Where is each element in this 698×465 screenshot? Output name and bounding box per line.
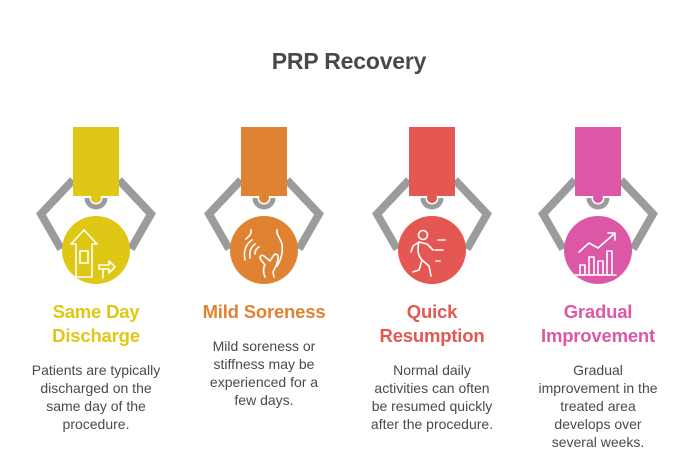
sore-shoulder-icon: [243, 229, 284, 278]
description-line: Patients are typically: [31, 362, 161, 378]
heading-line: Improvement: [541, 325, 655, 346]
running-person-icon: [410, 229, 446, 277]
heading-line: Resumption: [379, 325, 485, 346]
heading-line: Gradual: [563, 301, 633, 322]
step-heading: Gradual Improvement: [513, 300, 683, 348]
description-line: Normal daily: [393, 362, 471, 378]
claw-hook: [84, 197, 108, 210]
growth-chart-icon: [574, 232, 617, 276]
description-line: procedure.: [62, 416, 130, 432]
step-mild-soreness: Mild Soreness Mild soreness or stiffness…: [179, 120, 349, 465]
heading-line: Discharge: [52, 325, 140, 346]
page-title: PRP Recovery: [271, 48, 427, 74]
step-color-block: [575, 127, 621, 196]
description-line: after the procedure.: [370, 416, 494, 432]
step-description: Mild soreness or stiffness may be experi…: [179, 337, 349, 409]
claw-arms: [36, 177, 156, 251]
step-description: Normal daily activities can often be res…: [347, 361, 517, 433]
claw-hook: [586, 197, 610, 210]
description-line: improvement in the: [538, 380, 658, 396]
heading-line: Mild Soreness: [202, 301, 326, 322]
claw-arms: [372, 177, 492, 251]
house-exit-arrow-icon: [70, 229, 116, 279]
step-color-block: [241, 127, 287, 196]
description-line: treated area: [560, 398, 636, 414]
step-same-day-discharge: Same Day Discharge Patients are typicall…: [11, 120, 181, 465]
heading-line: Quick: [406, 301, 458, 322]
description-line: several weeks.: [551, 434, 645, 450]
claw-graphic: [204, 127, 324, 284]
description-line: activities can often: [374, 380, 490, 396]
step-heading: Mild Soreness: [179, 300, 349, 324]
description-line: develops over: [554, 416, 642, 432]
description-line: Gradual: [573, 362, 623, 378]
description-line: discharged on the: [40, 380, 152, 396]
description-line: be resumed quickly: [371, 398, 493, 414]
icon-circle: [62, 216, 130, 284]
heading-line: Same Day: [52, 301, 140, 322]
description-line: experienced for a: [209, 374, 319, 390]
step-gradual-improvement: Gradual Improvement Gradual improvement …: [513, 120, 683, 465]
description-line: few days.: [234, 392, 294, 408]
step-description: Gradual improvement in the treated area …: [513, 361, 683, 451]
description-line: same day of the: [46, 398, 146, 414]
claw-graphic: [36, 127, 156, 284]
description-line: Mild soreness or: [212, 338, 316, 354]
step-description: Patients are typically discharged on the…: [11, 361, 181, 433]
step-color-block: [409, 127, 455, 196]
step-color-block: [73, 127, 119, 196]
step-heading: Quick Resumption: [347, 300, 517, 348]
claw-hook: [420, 197, 444, 210]
claw-arms: [538, 177, 658, 251]
icon-circle: [230, 216, 298, 284]
claw-graphic: [372, 127, 492, 284]
step-heading: Same Day Discharge: [11, 300, 181, 348]
step-quick-resumption: Quick Resumption Normal daily activities…: [347, 120, 517, 465]
claw-hook: [252, 197, 276, 210]
claw-arms: [204, 177, 324, 251]
claw-graphic: [538, 127, 658, 284]
description-line: stiffness may be: [213, 356, 315, 372]
